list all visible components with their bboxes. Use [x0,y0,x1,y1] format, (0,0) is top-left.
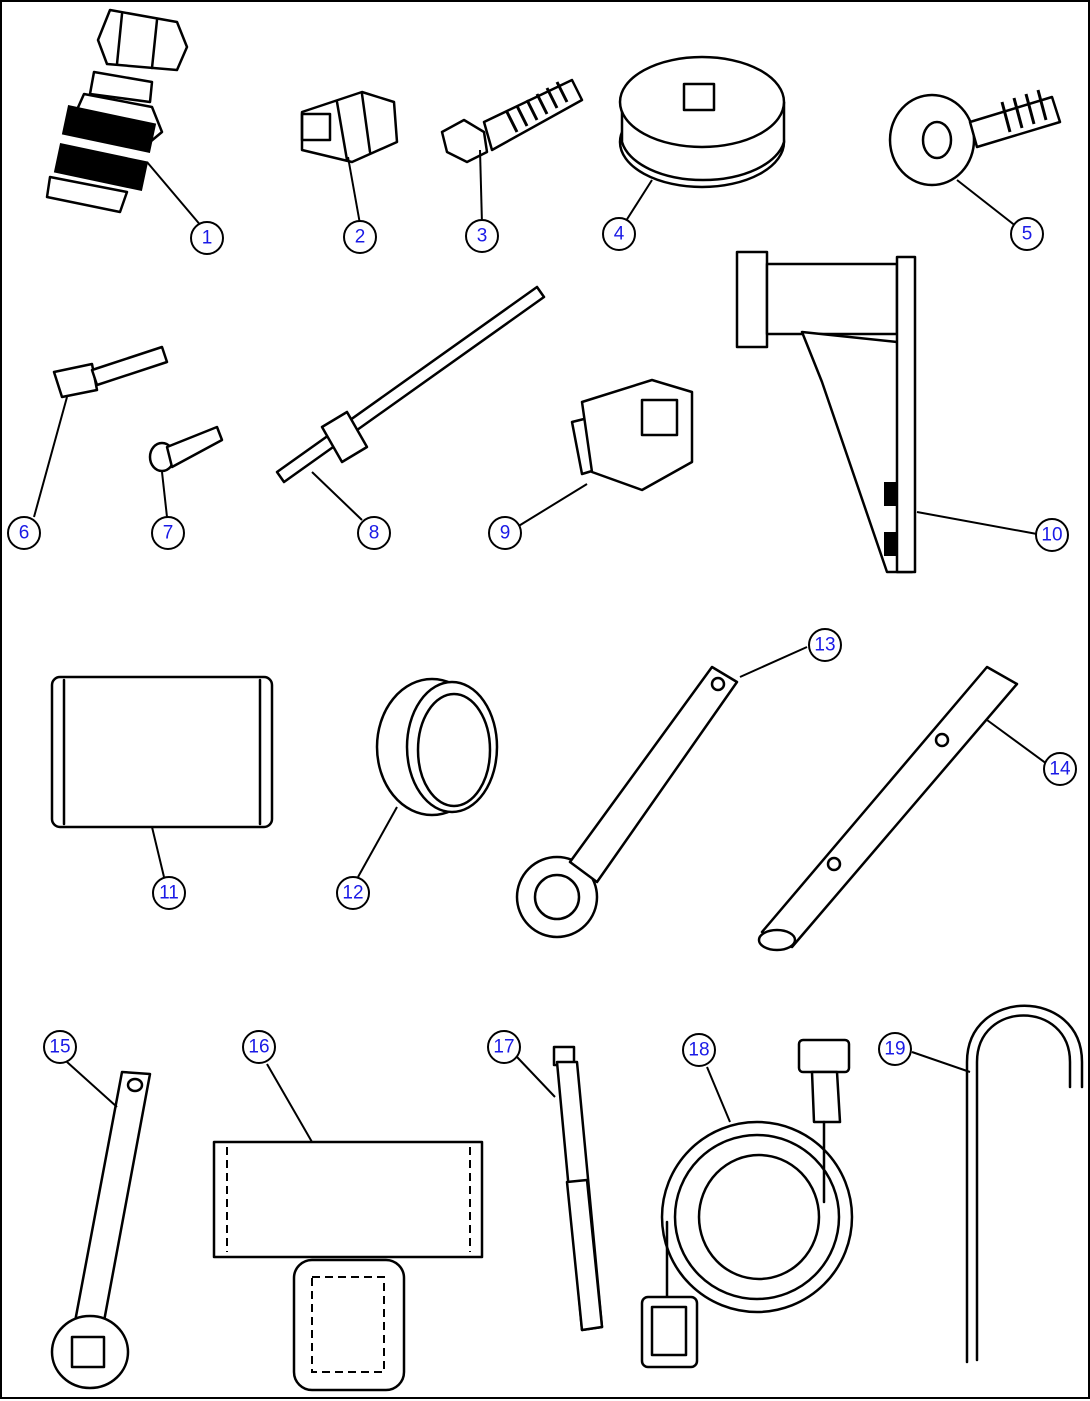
callout-8: 8 [357,516,391,550]
callout-7-label: 7 [163,523,174,544]
callout-2: 2 [343,220,377,254]
callout-11: 11 [152,876,186,910]
tool-3-bolt [440,78,584,225]
callout-6-label: 6 [19,523,30,544]
callout-4: 4 [602,217,636,251]
callout-17-label: 17 [493,1037,514,1058]
callout-8-label: 8 [369,523,380,544]
callout-1-label: 1 [202,228,213,249]
callout-18-label: 18 [688,1040,709,1061]
tool-12-ring [357,677,499,878]
callout-18: 18 [682,1033,716,1067]
tool-4-disc [618,55,786,225]
tool-11-sleeve [50,675,274,878]
tool-9-adapter [516,378,694,528]
callout-7: 7 [151,516,185,550]
tool-10-bracket [735,250,1038,574]
tool-5-eye-bolt [888,89,1062,228]
callout-17: 17 [487,1030,521,1064]
callout-13: 13 [808,628,842,662]
callout-15: 15 [43,1030,77,1064]
callout-11-label: 11 [159,883,179,904]
tool-17-rod [516,1045,604,1332]
callout-6: 6 [7,516,41,550]
tool-8-t-handle [275,285,546,521]
callout-14: 14 [1043,752,1077,786]
tool-18-cable [640,1038,854,1369]
callout-12-label: 12 [342,883,363,904]
callout-15-label: 15 [49,1037,70,1058]
callout-2-label: 2 [355,227,366,248]
tool-7-pin [148,425,224,518]
tool-13-ring-wrench [515,646,808,939]
callout-4-label: 4 [614,224,625,245]
tool-6-extension [33,345,169,518]
callout-1: 1 [190,221,224,255]
tool-14-tube [757,665,1048,952]
tool-19-hook [911,1004,1084,1364]
callout-3-label: 3 [477,226,488,247]
callout-14-label: 14 [1049,759,1071,780]
tool-1-coupler [45,8,203,228]
callout-19-label: 19 [884,1039,905,1060]
callout-3: 3 [465,219,499,253]
callout-5-label: 5 [1022,224,1033,245]
callout-16-label: 16 [248,1037,269,1058]
callout-10: 10 [1035,518,1069,552]
callout-19: 19 [878,1032,912,1066]
callout-9: 9 [488,516,522,550]
callout-10-label: 10 [1041,525,1062,546]
callout-16: 16 [242,1030,276,1064]
tool-2-socket [300,90,399,225]
callout-12: 12 [336,876,370,910]
callout-9-label: 9 [500,523,511,544]
tool-16-holder [212,1063,484,1392]
tool-15-wrench [50,1061,152,1390]
callout-13-label: 13 [814,635,835,656]
callout-5: 5 [1010,217,1044,251]
